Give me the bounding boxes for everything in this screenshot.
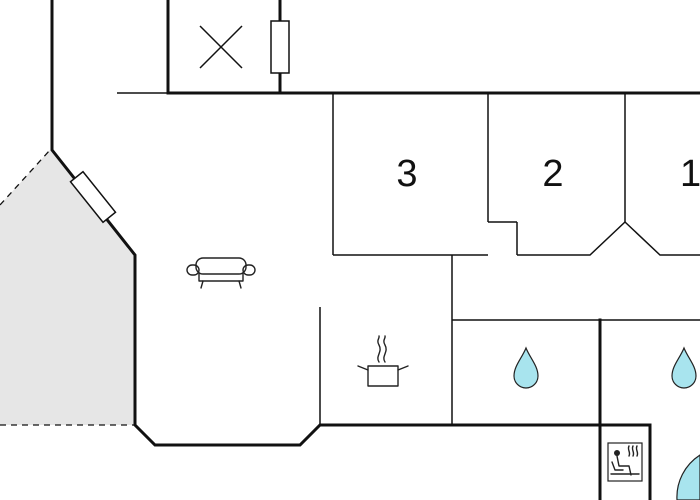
window-icon bbox=[270, 20, 290, 74]
hot-tub bbox=[676, 454, 700, 500]
water-drop-icon bbox=[671, 346, 697, 389]
sofa-icon bbox=[186, 257, 256, 289]
terrace bbox=[0, 149, 135, 426]
room-label-bedroom-2: 2 bbox=[542, 153, 563, 195]
water-drop-icon bbox=[513, 346, 539, 389]
sauna-icon bbox=[607, 442, 643, 482]
interior-walls bbox=[117, 92, 700, 425]
room-label-bedroom-1: 1 bbox=[680, 153, 700, 195]
window-icon bbox=[69, 170, 117, 224]
cooking-pot-icon bbox=[357, 335, 409, 387]
crossed-box-icon bbox=[199, 25, 243, 69]
room-label-bedroom-3: 3 bbox=[396, 153, 417, 195]
outer-walls bbox=[50, 0, 700, 500]
